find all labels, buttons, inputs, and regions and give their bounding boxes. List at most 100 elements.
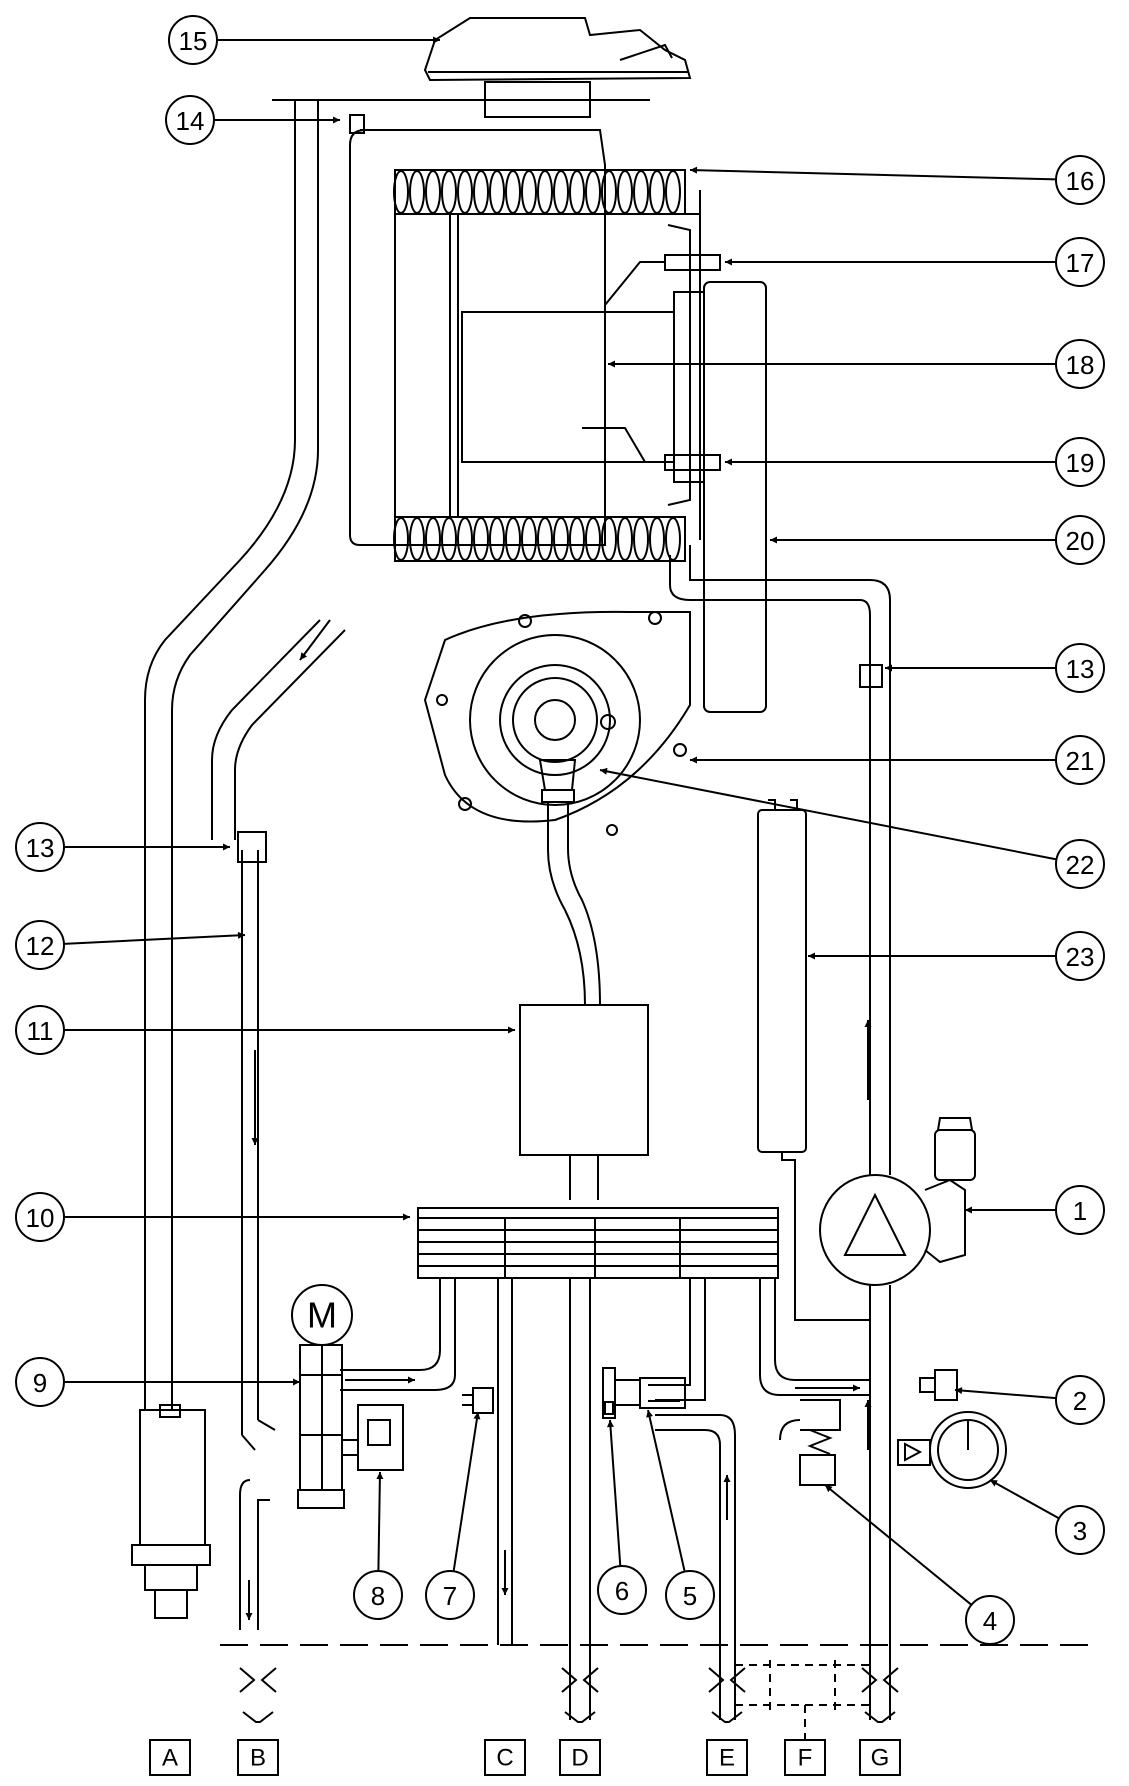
isolation-valve [861,1667,899,1693]
callout-circle [665,1570,715,1620]
callout-number: 12 [26,931,55,961]
coil-turn [537,170,553,214]
coil-turn [601,517,617,561]
callout-13a: 13 [15,822,230,872]
coil-turn [409,517,425,561]
callout-number: 17 [1066,248,1095,278]
leader-line [63,931,246,945]
motor-label: M [307,1295,337,1336]
callout-circle [1055,515,1105,565]
callout-10: 10 [15,1192,410,1242]
callout-circle [15,822,65,872]
callout-circle [15,920,65,970]
connection-boxes [149,1739,901,1776]
exchanger-coils [393,170,681,561]
coil-turn [553,170,569,214]
isolation-valves [239,1667,899,1723]
leader-line [452,1411,481,1572]
coil-turn [665,170,681,214]
coil-turn [585,517,601,561]
callout-12: 12 [15,920,246,970]
callout-number: 19 [1066,448,1095,478]
flow-switch [602,1367,686,1419]
callout-circle [1055,1505,1105,1555]
pipework [340,1278,870,1720]
callout-number: 9 [33,1368,47,1398]
coil-turn [473,170,489,214]
callout-number: 7 [443,1581,457,1611]
callout-number: 18 [1066,350,1095,380]
port-label-C: C [496,1745,513,1772]
coil-turn [649,517,665,561]
callout-number: 13 [26,833,55,863]
coil-turn [569,170,585,214]
callout-circle [1055,931,1105,981]
coil-turn [425,170,441,214]
callout-18: 18 [608,339,1105,389]
port-label-E: E [719,1745,735,1772]
flue-terminal [423,17,692,118]
callout-circle [1055,339,1105,389]
port-label-B: B [250,1745,266,1772]
callout-circle [15,1192,65,1242]
return-pipe [239,850,276,1630]
flow-arrow [299,619,331,661]
callout-number: 15 [179,26,208,56]
coil-turn [505,517,521,561]
callout-6: 6 [597,1419,647,1615]
port-box-C [484,1739,526,1776]
limit-thermostat [349,114,365,134]
coil-turn [665,517,681,561]
callout-17: 17 [725,237,1105,287]
callout-3: 3 [989,1479,1105,1555]
callout-15: 15 [168,15,440,65]
isolation-valve-base [711,1711,743,1723]
port-box-A [149,1739,191,1776]
port-label-A: A [162,1745,178,1772]
coil-turn [489,517,505,561]
coil-turn [473,517,489,561]
coil-turn [617,170,633,214]
coil-turn [601,170,617,214]
leader-line [646,1409,686,1572]
callout-number: 8 [371,1581,385,1611]
leader-line [824,1484,973,1606]
flow-sensor [462,1387,494,1414]
callout-11: 11 [15,1005,515,1055]
control-box [519,1004,649,1156]
isolation-valve [561,1667,599,1693]
coil-turn [409,170,425,214]
isolation-valve-base [564,1711,596,1723]
callout-1: 1 [965,1185,1105,1235]
callout-number: 10 [26,1203,55,1233]
bypass-valve [779,1399,841,1486]
callout-9: 9 [15,1357,300,1407]
callout-circle [165,95,215,145]
callout-13b: 13 [885,643,1105,693]
callout-circle [1055,839,1105,889]
coil-turn [521,517,537,561]
callout-circle [1055,643,1105,693]
leader-line [607,1419,622,1567]
callout-number: 6 [615,1576,629,1606]
callout-circle [1055,155,1105,205]
callout-circle [425,1570,475,1620]
callout-7: 7 [425,1411,481,1620]
pressure-gauge [897,1411,1007,1489]
coil-turn [441,517,457,561]
fan [423,610,691,836]
callout-number: 13 [1066,654,1095,684]
callout-21: 21 [690,735,1105,785]
port-box-E [706,1739,748,1776]
coil-turn [505,170,521,214]
leader-line [689,166,1057,181]
callout-8: 8 [353,1471,403,1620]
gas-hose [547,802,601,1006]
coil-turn [649,170,665,214]
coil-turn [633,517,649,561]
callout-number: 5 [683,1581,697,1611]
callout-circle [1055,1185,1105,1235]
